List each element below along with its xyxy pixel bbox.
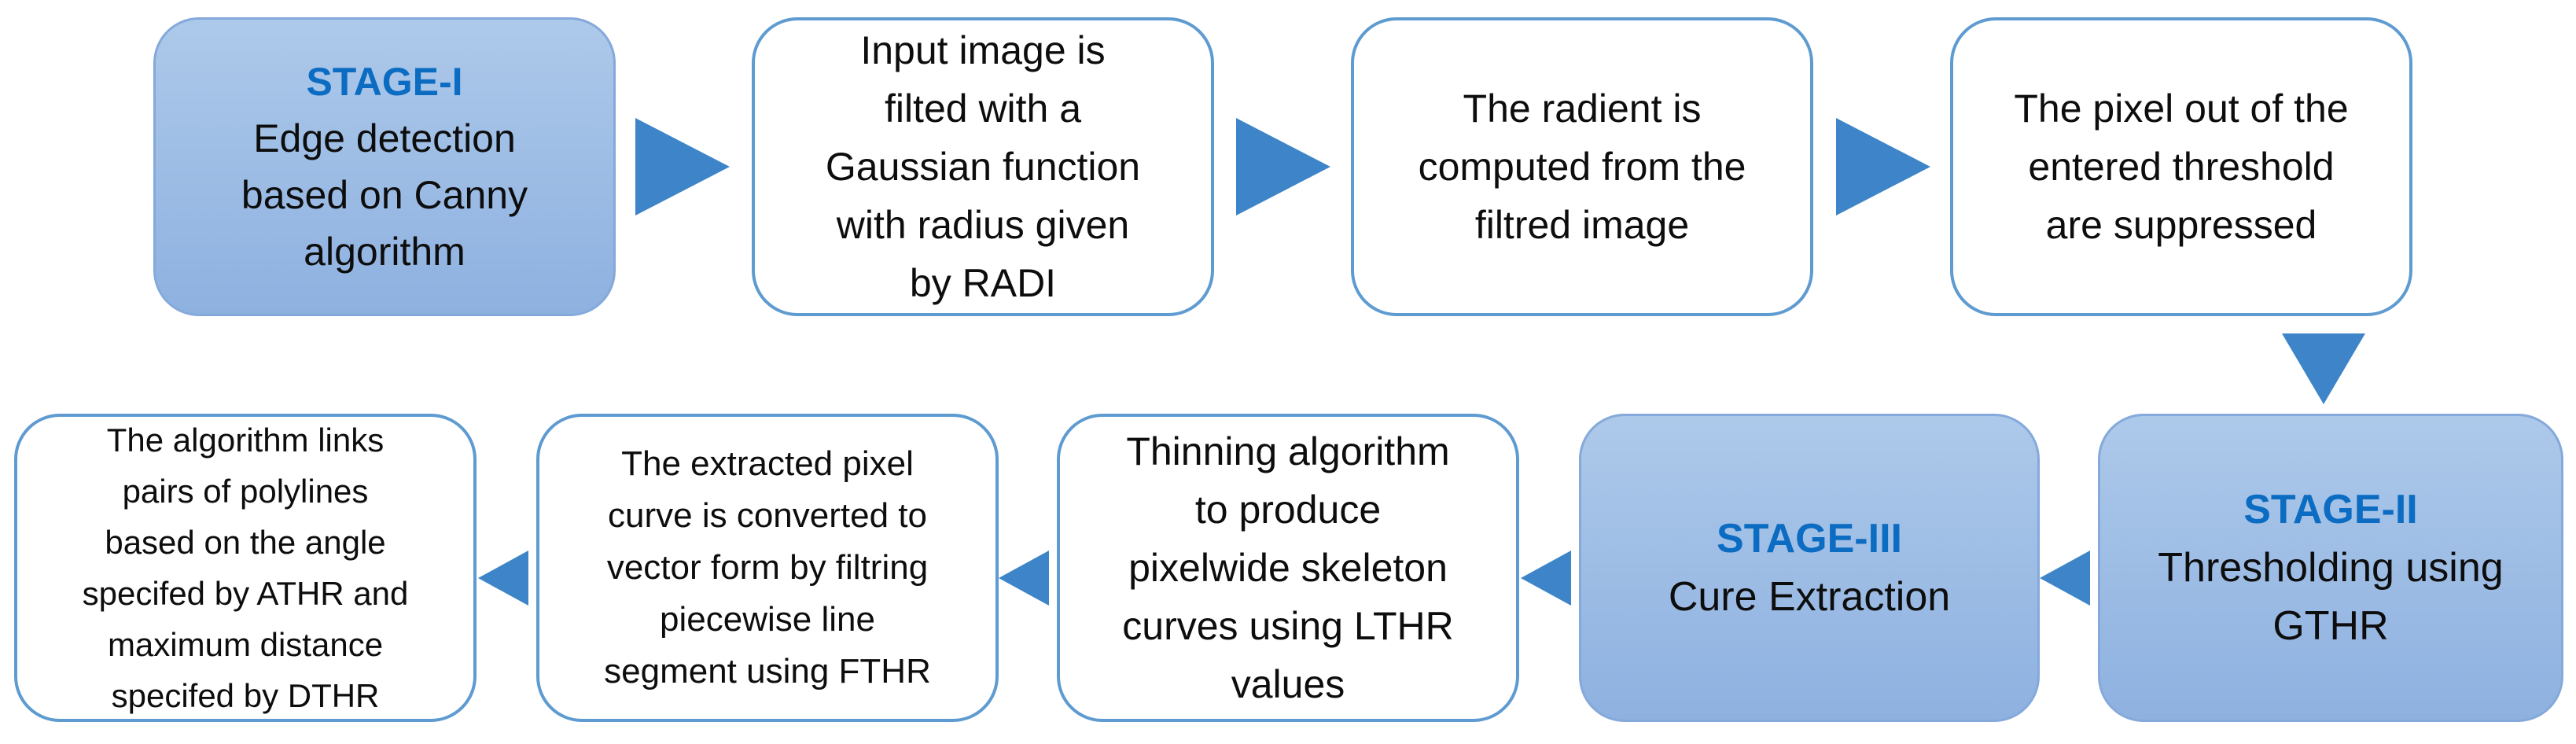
step-gaussian-line-1: Input image is [860, 28, 1106, 72]
stage-3-line-1: Cure Extraction [1668, 574, 1951, 620]
stage-3-box: STAGE-III Cure Extraction [1579, 414, 2040, 722]
step-vectorization-line-5: segment using FTHR [604, 652, 931, 691]
step-suppression-line-1: The pixel out of the [2014, 87, 2349, 131]
step-suppression-line-2: entered threshold [2028, 145, 2335, 189]
arrow-left-icon [478, 551, 528, 606]
stage-2-line-2: GTHR [2272, 603, 2389, 649]
arrow-right-icon [635, 118, 730, 215]
arrow-down-icon [2282, 333, 2365, 404]
stage-2-title: STAGE-II [2243, 487, 2418, 532]
step-thinning-line-3: pixelwide skeleton [1128, 546, 1448, 590]
stage-2-line-1: Thresholding using [2158, 545, 2504, 591]
step-linking-line-6: specifed by DTHR [111, 677, 380, 714]
arrow-left-icon [1521, 551, 1571, 606]
step-gaussian-filter-box: Input image is filted with a Gaussian fu… [752, 17, 1214, 316]
step-vectorization-box: The extracted pixel curve is converted t… [536, 414, 999, 722]
step-linking-line-1: The algorithm links [106, 422, 385, 459]
arrow-right-icon [1236, 118, 1330, 215]
step-thinning-line-5: values [1231, 662, 1345, 706]
step-linking-line-3: based on the angle [105, 524, 386, 561]
stage-2-box: STAGE-II Thresholding using GTHR [2098, 414, 2563, 722]
stage-3-title: STAGE-III [1717, 516, 1902, 562]
step-suppression-box: The pixel out of the entered threshold a… [1950, 17, 2412, 316]
stage-1-line-1: Edge detection [253, 116, 516, 160]
step-linking-box: The algorithm links pairs of polylines b… [14, 414, 477, 722]
step-linking-line-5: maximum distance [107, 626, 384, 663]
step-thinning-line-4: curves using LTHR [1122, 604, 1454, 648]
step-gradient-line-2: computed from the [1418, 145, 1746, 189]
stage-1-line-2: based on Canny [241, 173, 528, 217]
step-suppression-line-3: are suppressed [2045, 203, 2317, 247]
step-gradient-line-1: The radient is [1463, 87, 1702, 131]
arrow-left-icon [2040, 551, 2090, 606]
step-vectorization-line-4: piecewise line [660, 600, 875, 639]
arrow-right-icon [1836, 118, 1930, 215]
step-gaussian-line-5: by RADI [909, 261, 1057, 305]
step-gradient-line-3: filtred image [1474, 203, 1690, 247]
step-thinning-box: Thinning algorithm to produce pixelwide … [1057, 414, 1519, 722]
step-vectorization-line-2: curve is converted to [608, 496, 927, 535]
step-linking-line-4: specifed by ATHR and [82, 575, 409, 612]
step-vectorization-line-3: vector form by filtring [606, 548, 929, 587]
step-vectorization-line-1: The extracted pixel [621, 444, 914, 483]
stage-1-line-3: algorithm [304, 230, 466, 274]
step-gaussian-line-4: with radius given [836, 203, 1130, 247]
arrow-left-icon [999, 551, 1049, 606]
stage-1-box: STAGE-I Edge detection based on Canny al… [153, 17, 616, 316]
step-thinning-line-1: Thinning algorithm [1126, 429, 1450, 473]
stage-1-title: STAGE-I [306, 60, 463, 104]
step-gaussian-line-2: filted with a [884, 87, 1082, 131]
step-thinning-line-2: to produce [1194, 488, 1382, 532]
step-linking-line-2: pairs of polylines [122, 473, 369, 510]
step-gaussian-line-3: Gaussian function [825, 145, 1141, 189]
step-gradient-box: The radient is computed from the filtred… [1351, 17, 1813, 316]
